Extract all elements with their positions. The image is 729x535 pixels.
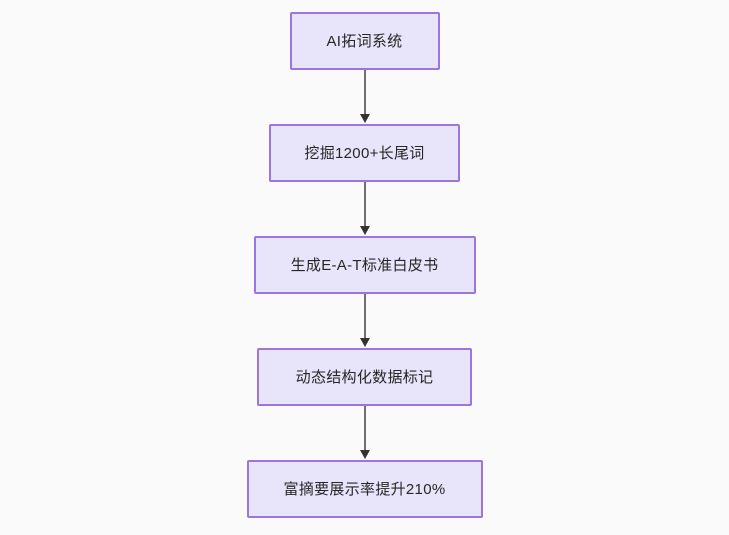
arrow-head-icon xyxy=(359,114,370,123)
flow-arrow-n3-n4 xyxy=(358,294,372,348)
arrow-shaft xyxy=(363,182,366,228)
flow-node-ai-keyword-system[interactable]: AI拓词系统 xyxy=(289,12,440,70)
flow-arrow-n2-n3 xyxy=(358,182,372,236)
flow-node-dynamic-structured-data-markup[interactable]: 动态结构化数据标记 xyxy=(257,348,472,406)
flow-node-generate-eat-whitepaper[interactable]: 生成E-A-T标准白皮书 xyxy=(253,236,476,294)
flow-node-label: 富摘要展示率提升210% xyxy=(283,480,446,498)
arrow-head-icon xyxy=(359,226,370,235)
arrow-head-icon xyxy=(359,338,370,347)
flow-arrow-n1-n2 xyxy=(358,70,372,124)
arrow-head-icon xyxy=(359,450,370,459)
flow-arrow-n4-n5 xyxy=(358,406,372,460)
flow-node-mine-longtail-keywords[interactable]: 挖掘1200+长尾词 xyxy=(269,124,460,182)
arrow-shaft xyxy=(363,70,366,116)
flow-node-label: 挖掘1200+长尾词 xyxy=(304,144,425,162)
flow-node-label: AI拓词系统 xyxy=(326,32,403,50)
flow-node-rich-snippet-impression-lift[interactable]: 富摘要展示率提升210% xyxy=(246,460,483,518)
arrow-shaft xyxy=(363,294,366,340)
flow-node-label: 生成E-A-T标准白皮书 xyxy=(290,256,439,274)
flow-node-label: 动态结构化数据标记 xyxy=(295,368,434,386)
arrow-shaft xyxy=(363,406,366,452)
